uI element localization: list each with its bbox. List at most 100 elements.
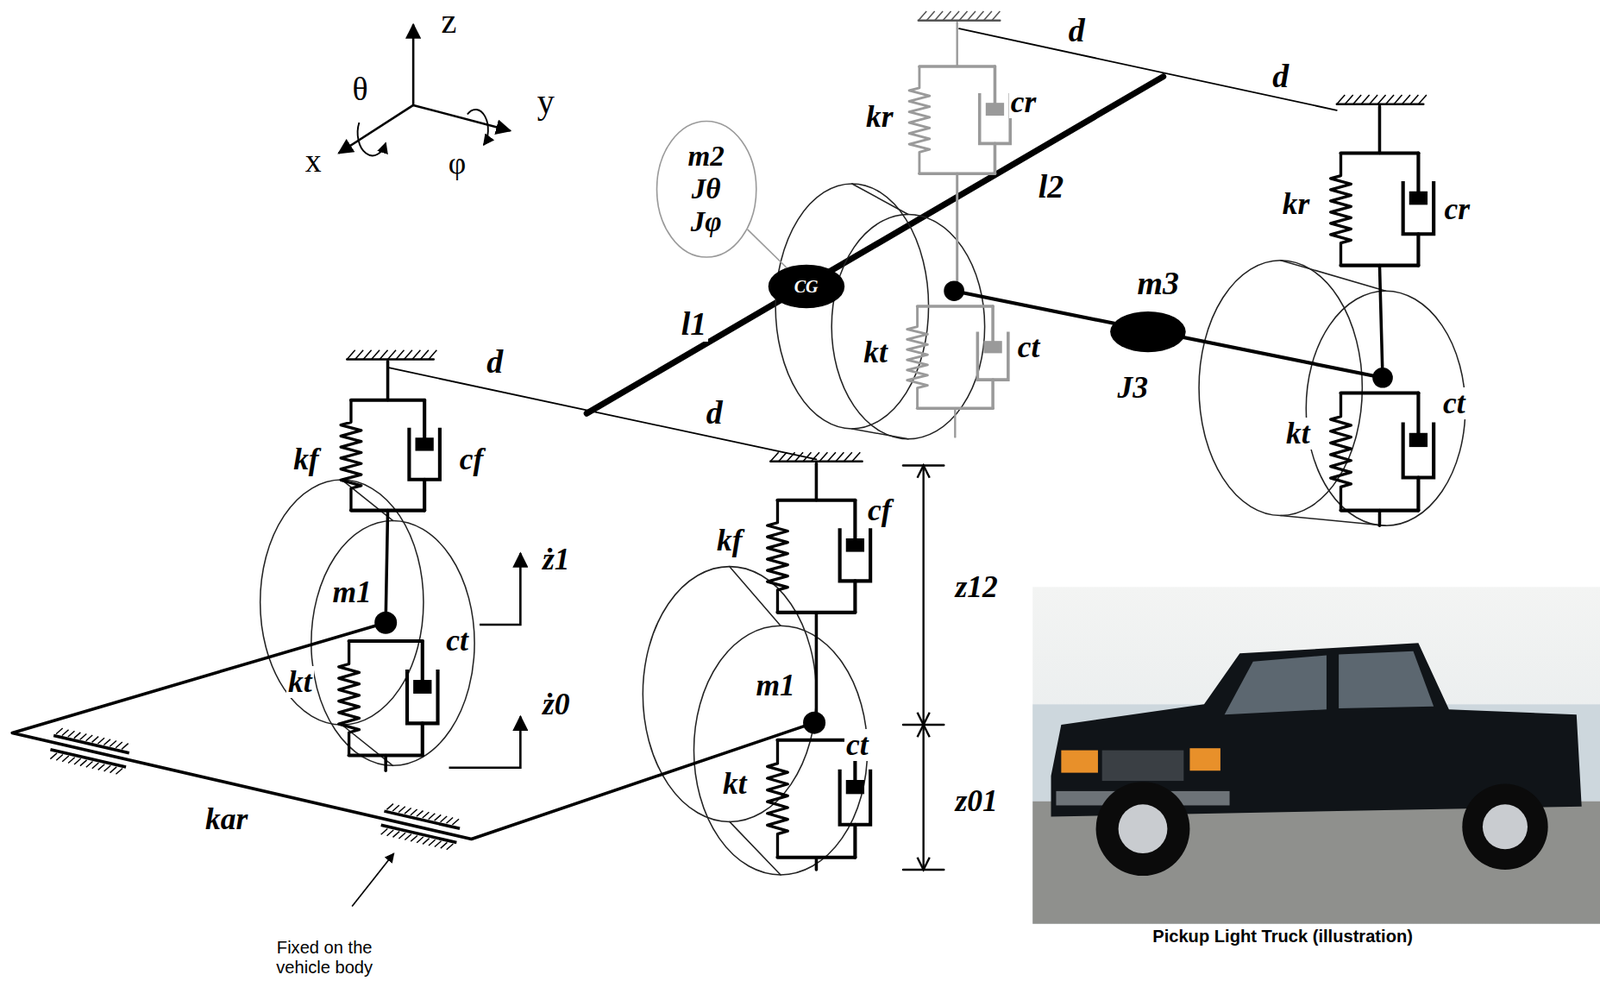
mass-dot: [1372, 367, 1393, 389]
axle-mass: [1110, 311, 1186, 352]
truck-window: [1224, 655, 1327, 716]
node-text: Jφ: [690, 205, 722, 239]
unit-rod: [955, 173, 959, 291]
symbol-label: kf: [291, 443, 321, 476]
symbol-label: kt: [1284, 417, 1312, 450]
wheel-outline: [1280, 514, 1387, 526]
unit-rod: [1378, 106, 1382, 153]
damper-symbol: [1403, 422, 1434, 478]
arrow: [413, 105, 510, 132]
symbol-label: ż1: [540, 543, 572, 576]
symbol-label: d: [1270, 59, 1291, 95]
symbol-label: ct: [1016, 331, 1042, 364]
bearing-hatch: [381, 802, 459, 851]
damper-rod: [1416, 233, 1420, 265]
symbol-label: ct: [444, 624, 471, 657]
arrow: [351, 853, 395, 907]
bearing-line: [381, 824, 458, 842]
wheel-outline: [852, 428, 909, 440]
symbol-label: m1: [330, 576, 373, 609]
bearing-hatch: [50, 727, 128, 776]
damper-symbol: [979, 93, 1011, 144]
wheel-outline: [852, 183, 909, 214]
mass-dot: [803, 711, 826, 735]
spring-symbol: [909, 66, 930, 174]
damper-rod: [991, 379, 995, 408]
symbol-label: φ: [446, 147, 468, 180]
symbol-label: kf: [715, 524, 745, 557]
cg-mass: CG: [767, 263, 846, 309]
unit-bar: [919, 64, 996, 69]
arrow: [412, 24, 415, 105]
wheel-outline: [1198, 260, 1362, 516]
dimension-arrow: [917, 465, 930, 870]
symbol-label: z12: [953, 570, 1000, 603]
truck-headlight: [1060, 750, 1099, 773]
symbol-label: l1: [679, 307, 709, 342]
damper-piston: [846, 538, 865, 553]
symbol-label: kt: [721, 767, 749, 800]
truck-wheel: [1461, 784, 1548, 870]
unit-rod: [953, 407, 956, 437]
symbol-label: l2: [1036, 169, 1066, 205]
damper-piston: [846, 779, 865, 794]
damper-rod: [853, 580, 857, 612]
wheel-outline: [693, 625, 867, 875]
anti-roll-bar: [12, 622, 815, 840]
damper-rod: [422, 479, 427, 511]
unit-bar: [349, 639, 423, 643]
symbol-label: kar: [203, 803, 250, 835]
symbol-label: kt: [286, 665, 314, 698]
symbol-label: d: [704, 395, 725, 431]
damper-symbol: [977, 332, 1008, 381]
symbol-label: ct: [844, 728, 871, 761]
velocity-arrow: [449, 716, 521, 768]
leader-connector: [747, 229, 787, 268]
symbol-label: cr: [1009, 86, 1039, 119]
damper-rod: [420, 640, 425, 687]
arrow: [357, 122, 387, 156]
symbol-label: x: [303, 144, 324, 179]
symbol-label: ż0: [540, 688, 572, 721]
symbol-label: kt: [861, 336, 890, 369]
truck-rim: [1482, 803, 1528, 849]
unit-bar: [1341, 390, 1419, 395]
unit-bar: [917, 304, 994, 308]
damper-symbol: [408, 427, 440, 480]
damper-piston: [414, 437, 433, 451]
unit-bar: [1341, 150, 1419, 155]
bearing-line: [53, 735, 130, 753]
wheel-outline: [831, 213, 985, 439]
symbol-label: y: [535, 83, 557, 120]
symbol-label: cf: [458, 443, 486, 476]
symbol-label: θ: [351, 72, 371, 107]
inertia-ellipse: m2JθJφ: [655, 119, 758, 259]
unit-bar: [777, 498, 855, 502]
unit-bar: [351, 398, 425, 402]
symbol-label: cf: [865, 494, 894, 527]
photo-caption: Pickup Light Truck (illustration): [1150, 927, 1415, 946]
spring-symbol: [767, 500, 789, 613]
velocity-arrow: [479, 552, 521, 625]
ground-hatch: [1336, 94, 1427, 105]
damper-symbol: [407, 669, 438, 723]
symbol-label: z01: [953, 784, 1000, 817]
arrow: [467, 109, 489, 145]
node-ellipse: [768, 265, 844, 308]
truck-wheel: [1096, 781, 1191, 876]
rear-axle: [953, 290, 1383, 378]
spring-symbol: [1330, 393, 1352, 511]
unit-rod: [1378, 510, 1382, 527]
spring-symbol: [338, 640, 360, 756]
spring-symbol: [340, 400, 362, 511]
symbol-label: kr: [864, 100, 896, 133]
symbol-label: m1: [753, 669, 797, 702]
truck-window: [1338, 651, 1434, 709]
unit-rod: [815, 463, 819, 501]
symbol-label: d: [1066, 13, 1087, 49]
unit-rod: [383, 754, 388, 771]
node-text: Jθ: [691, 172, 722, 206]
mass-dot: [374, 611, 397, 634]
damper-piston: [983, 340, 1002, 353]
